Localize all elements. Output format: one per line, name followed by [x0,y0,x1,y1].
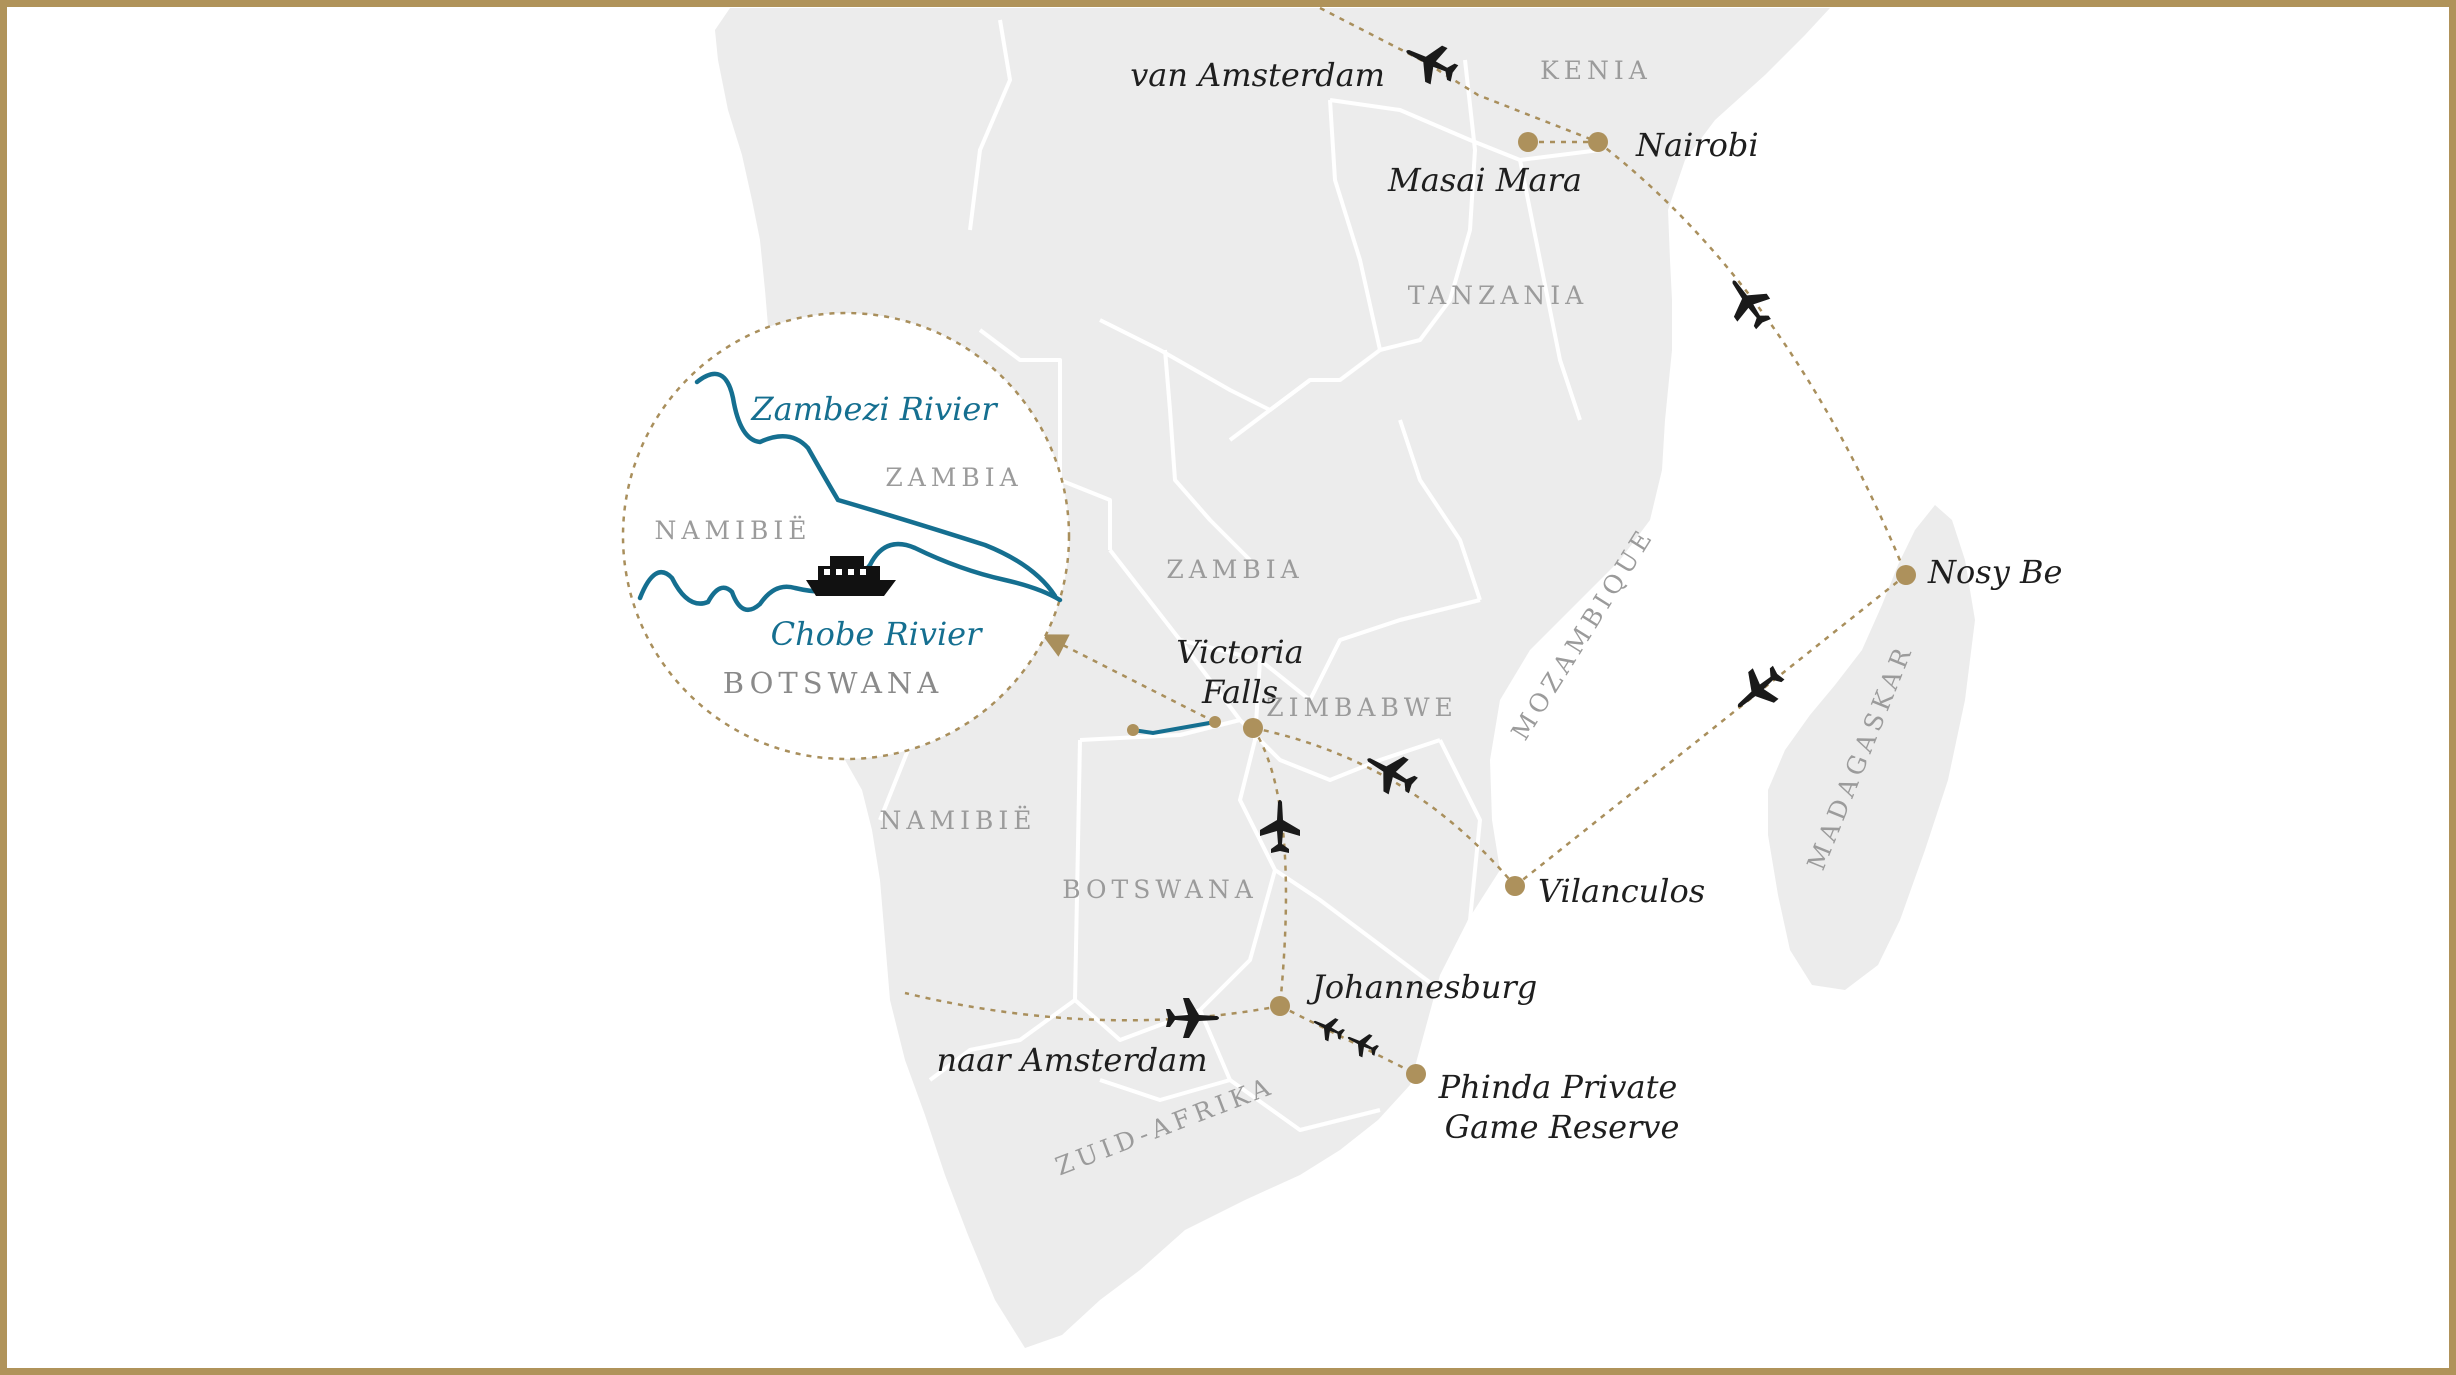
location-dot-icon [1209,716,1221,728]
flight-routes [904,6,1908,1076]
location-dot-icon [1896,565,1916,585]
madagascar-landmass [1768,505,1975,990]
label-phinda-1: Phinda Private [1438,1068,1678,1106]
inset-botswana: BOTSWANA [723,666,943,700]
inset-circle [621,311,1071,761]
label-van-amsterdam: van Amsterdam [1130,56,1385,94]
zambezi-river [694,371,1058,599]
label-falls: Falls [1201,673,1278,711]
label-chobe: Chobe Rivier [771,615,984,653]
label-vilanculos: Vilanculos [1538,872,1705,910]
location-dot-icon [1505,876,1525,896]
location-dot-icon [1518,132,1538,152]
label-johannesburg: Johannesburg [1306,968,1537,1006]
inset-zambia: ZAMBIA [885,463,1022,492]
chobe-river-segment [1132,720,1216,736]
country-botswana: BOTSWANA [1062,875,1258,904]
location-dot-icon [1588,132,1608,152]
location-dot-icon [1127,724,1139,736]
label-masai-mara: Masai Mara [1387,161,1582,199]
label-nairobi: Nairobi [1635,126,1759,164]
label-naar-amsterdam: naar Amsterdam [936,1041,1207,1079]
country-kenia: KENIA [1540,56,1652,85]
label-zambezi: Zambezi Rivier [750,390,998,428]
location-dot-icon [1406,1064,1426,1084]
country-namibie: NAMIBIË [880,806,1037,835]
country-zimbabwe: ZIMBABWE [1266,693,1458,722]
airplane-icon [1725,657,1792,723]
country-zambia: ZAMBIA [1166,555,1303,584]
inset-zoom: Zambezi Rivier Chobe Rivier ZAMBIA NAMIB… [621,311,1071,761]
city-labels: van Amsterdam Nairobi Masai Mara Nosy Be… [936,56,2062,1146]
boat-icon [806,556,896,596]
inset-namibie: NAMIBIË [655,516,812,545]
label-nosy-be: Nosy Be [1927,553,2062,591]
label-phinda-2: Game Reserve [1445,1108,1680,1146]
location-dot-icon [1243,718,1263,738]
africa-landmass [715,8,1830,1348]
chobe-river [637,541,1063,613]
label-victoria: Victoria [1176,633,1303,671]
airplane-icon [1716,269,1780,336]
location-dot-icon [1270,996,1290,1016]
location-dots [1127,132,1916,1084]
country-tanzania: TANZANIA [1408,281,1588,310]
